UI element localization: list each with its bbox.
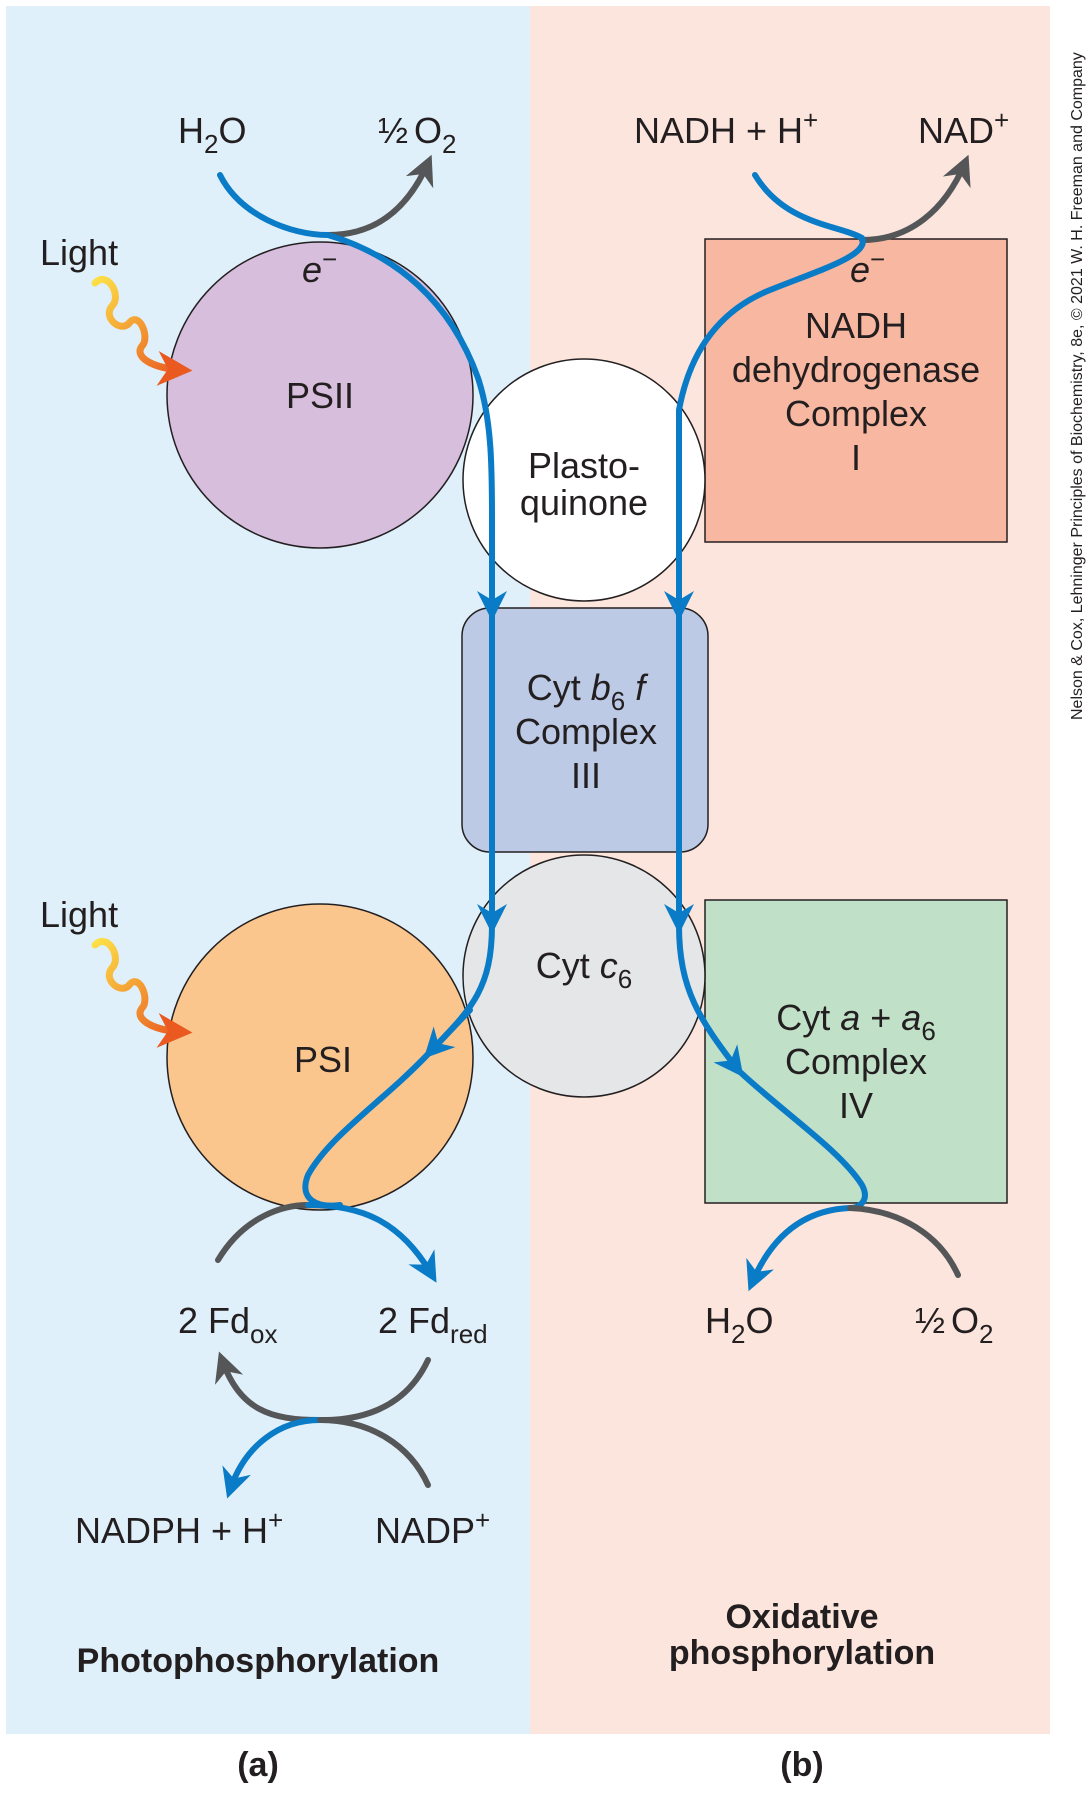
plastoquinone-label-2: quinone bbox=[520, 482, 648, 523]
electron-label-a: e− bbox=[302, 244, 337, 290]
psi-arrow-head bbox=[423, 1007, 473, 1059]
panel-b-title-2: phosphorylation bbox=[669, 1634, 935, 1672]
panel-b-title-1: Oxidative bbox=[725, 1598, 878, 1636]
copyright-credit: Nelson & Cox, Lehninger Principles of Bi… bbox=[1069, 52, 1086, 720]
plastoquinone-label-1: Plasto- bbox=[528, 445, 640, 486]
plastoquinone bbox=[462, 358, 706, 602]
complex-iv-label-1: Cyt a + a6 bbox=[776, 997, 936, 1046]
panel-b-letter: (b) bbox=[780, 1746, 823, 1784]
psi-label: PSI bbox=[294, 1039, 352, 1080]
electron-path-complex-i bbox=[664, 172, 866, 621]
fd-reduced-arrow bbox=[305, 1202, 437, 1283]
cyt-c6 bbox=[462, 854, 706, 1098]
oxygen-reduction-arc bbox=[847, 1205, 961, 1278]
nadp-label: NADP+ bbox=[375, 1505, 490, 1551]
nadph-label: NADPH + H+ bbox=[75, 1505, 283, 1551]
electron-path-psi bbox=[302, 922, 495, 1209]
panel-a-title: Photophosphorylation bbox=[77, 1642, 440, 1680]
electron-label-b: e− bbox=[850, 244, 885, 290]
cyt-b6f-complex-iii bbox=[461, 607, 709, 853]
nad-out-arrow bbox=[859, 154, 971, 243]
water-out-label: H2O bbox=[705, 1300, 773, 1349]
water-oxidation-arrow bbox=[325, 154, 434, 238]
complex-i-label-4: I bbox=[851, 437, 861, 478]
fd-red-label: 2 Fdred bbox=[378, 1300, 488, 1349]
nad-out-label: NAD+ bbox=[918, 105, 1009, 151]
complex-i-label-1: NADH bbox=[805, 305, 907, 346]
complex-iii-label-3: III bbox=[571, 755, 601, 796]
nadp-reduction-arrow bbox=[222, 1417, 323, 1499]
complex-i-label-3: Complex bbox=[785, 393, 927, 434]
water-formation-arrow bbox=[746, 1205, 853, 1292]
electron-path-complex-iv bbox=[735, 1067, 868, 1211]
psi-complex bbox=[166, 903, 474, 1211]
fd-reduction-arc bbox=[215, 1202, 311, 1263]
complex-iv-box bbox=[704, 899, 1008, 1204]
electron-path-psii bbox=[217, 172, 507, 621]
psii-complex bbox=[166, 241, 474, 549]
light-label-top: Light bbox=[40, 232, 118, 273]
cyt-c6-label: Cyt c6 bbox=[536, 945, 632, 994]
complex-i-label-2: dehydrogenase bbox=[732, 349, 980, 390]
light-label-bottom: Light bbox=[40, 894, 118, 935]
nadh-in-label: NADH + H+ bbox=[634, 105, 818, 151]
water-in-label: H2O bbox=[178, 110, 246, 159]
psii-label: PSII bbox=[286, 375, 354, 416]
nadp-arc bbox=[317, 1417, 431, 1488]
complex-iv-label-3: IV bbox=[839, 1085, 873, 1126]
complex-i-box bbox=[704, 238, 1008, 543]
electron-path-complex-iv-head bbox=[676, 922, 744, 1078]
complex-iv-label-2: Complex bbox=[785, 1041, 927, 1082]
cyt-b6f-label: Cyt b6 f bbox=[527, 667, 650, 716]
fd-ox-label: 2 Fdox bbox=[178, 1300, 278, 1349]
light-wave-bottom bbox=[91, 938, 193, 1048]
complex-iii-label-2: Complex bbox=[515, 711, 657, 752]
panel-a-letter: (a) bbox=[237, 1746, 279, 1784]
light-wave-top bbox=[91, 276, 193, 386]
